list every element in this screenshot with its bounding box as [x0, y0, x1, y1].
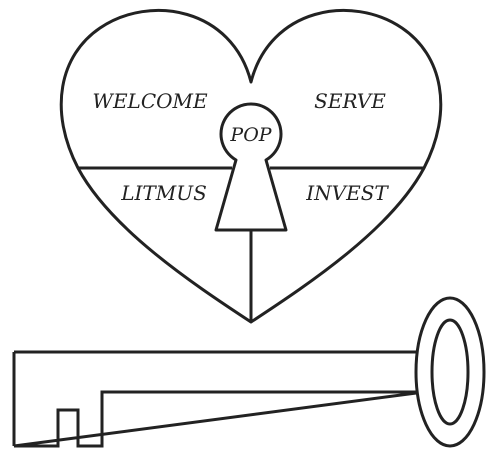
keyhole-icon	[214, 102, 288, 232]
label-litmus: LITMUS	[120, 181, 207, 205]
label-pop: POP	[229, 124, 272, 146]
key-icon	[12, 296, 486, 448]
label-serve: SERVE	[314, 89, 386, 113]
key-shaft	[12, 350, 425, 448]
key-bow-inner	[430, 318, 470, 426]
label-welcome: WELCOME	[92, 89, 208, 113]
label-invest: INVEST	[305, 181, 389, 205]
